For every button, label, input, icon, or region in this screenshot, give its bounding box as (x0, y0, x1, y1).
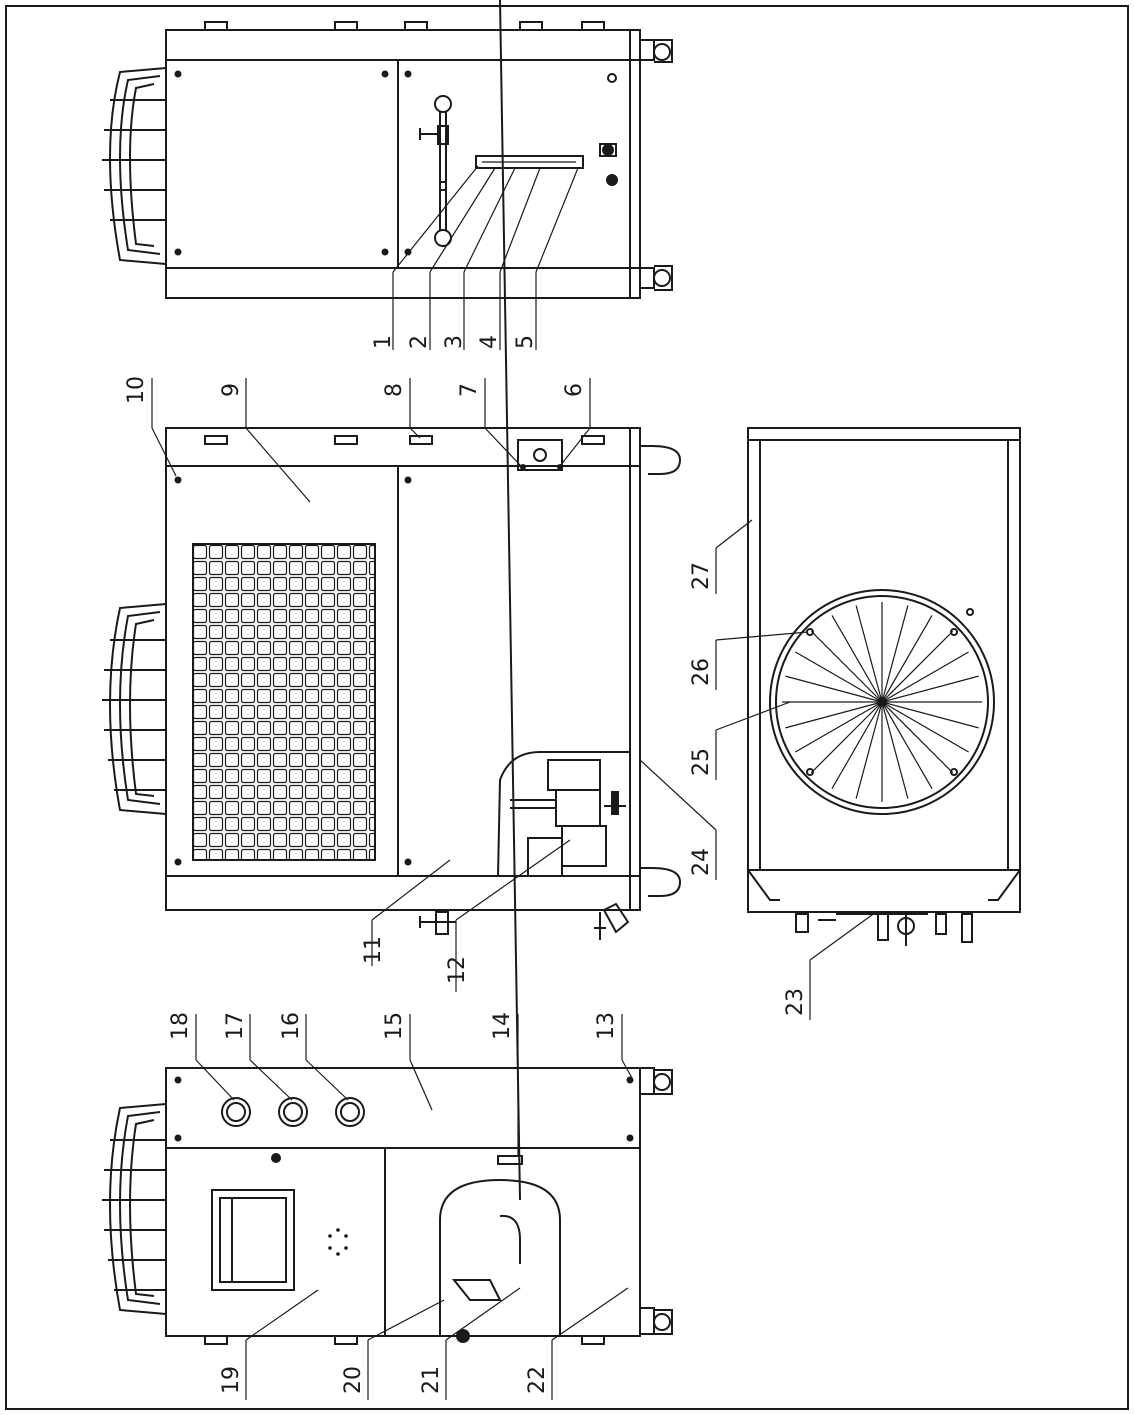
fan-spoke (855, 701, 883, 799)
drawing-border (5, 5, 1129, 1410)
callout-5: 5 (513, 335, 538, 349)
callout-22: 22 (525, 1366, 550, 1394)
fan-spoke (881, 701, 969, 753)
callout-20: 20 (341, 1366, 366, 1394)
fan-spoke (881, 701, 909, 799)
access-cutout (439, 0, 561, 1336)
fan-spoke (881, 651, 969, 703)
callout-2: 2 (407, 335, 432, 349)
callout-17: 17 (223, 1012, 248, 1040)
callout-1: 1 (371, 335, 396, 349)
top-view-unit (102, 21, 673, 299)
callout-14: 14 (490, 1012, 515, 1040)
callout-8: 8 (382, 383, 407, 397)
callout-26: 26 (689, 658, 714, 686)
front-view-unit (102, 427, 682, 940)
callout-10: 10 (124, 376, 149, 404)
fan-spoke (881, 701, 954, 774)
fan-spoke (855, 605, 883, 703)
callout-13: 13 (594, 1012, 619, 1040)
pump-cutaway (497, 751, 630, 877)
fan-spoke (785, 675, 883, 703)
callout-16: 16 (279, 1012, 304, 1040)
callout-23: 23 (783, 988, 808, 1016)
callout-7: 7 (457, 383, 482, 397)
fan-guard-front (102, 603, 167, 815)
side-view-unit (747, 427, 1021, 946)
callout-6: 6 (562, 383, 587, 397)
callout-4: 4 (477, 335, 502, 349)
fan-spoke (785, 701, 883, 729)
callout-21: 21 (419, 1366, 444, 1394)
callout-24: 24 (689, 848, 714, 876)
callout-25: 25 (689, 748, 714, 776)
fan-spoke (831, 615, 883, 703)
display-window (211, 1189, 295, 1291)
condenser-grille (192, 543, 376, 861)
fan-guard-rear (102, 1103, 167, 1315)
fan-spoke (810, 701, 883, 774)
fan-spoke (881, 701, 933, 789)
callout-19: 19 (219, 1366, 244, 1394)
callout-3: 3 (442, 335, 467, 349)
fan-guard-top (102, 67, 167, 265)
rear-view-unit (102, 0, 673, 1345)
callout-15: 15 (382, 1012, 407, 1040)
fan-spoke (881, 630, 954, 703)
callout-11: 11 (361, 936, 386, 964)
callout-12: 12 (445, 956, 470, 984)
fan-spoke (795, 651, 883, 703)
fan-spoke (810, 630, 883, 703)
fan-spoke (881, 605, 909, 703)
fan-spoke (881, 701, 979, 729)
fan-spoke (795, 701, 883, 753)
fan-spoke (881, 615, 933, 703)
fan-spoke (831, 701, 883, 789)
gauges (221, 1097, 365, 1127)
fan-spoke (881, 675, 979, 703)
callout-27: 27 (689, 562, 714, 590)
callout-18: 18 (168, 1012, 193, 1040)
callout-9: 9 (219, 383, 244, 397)
